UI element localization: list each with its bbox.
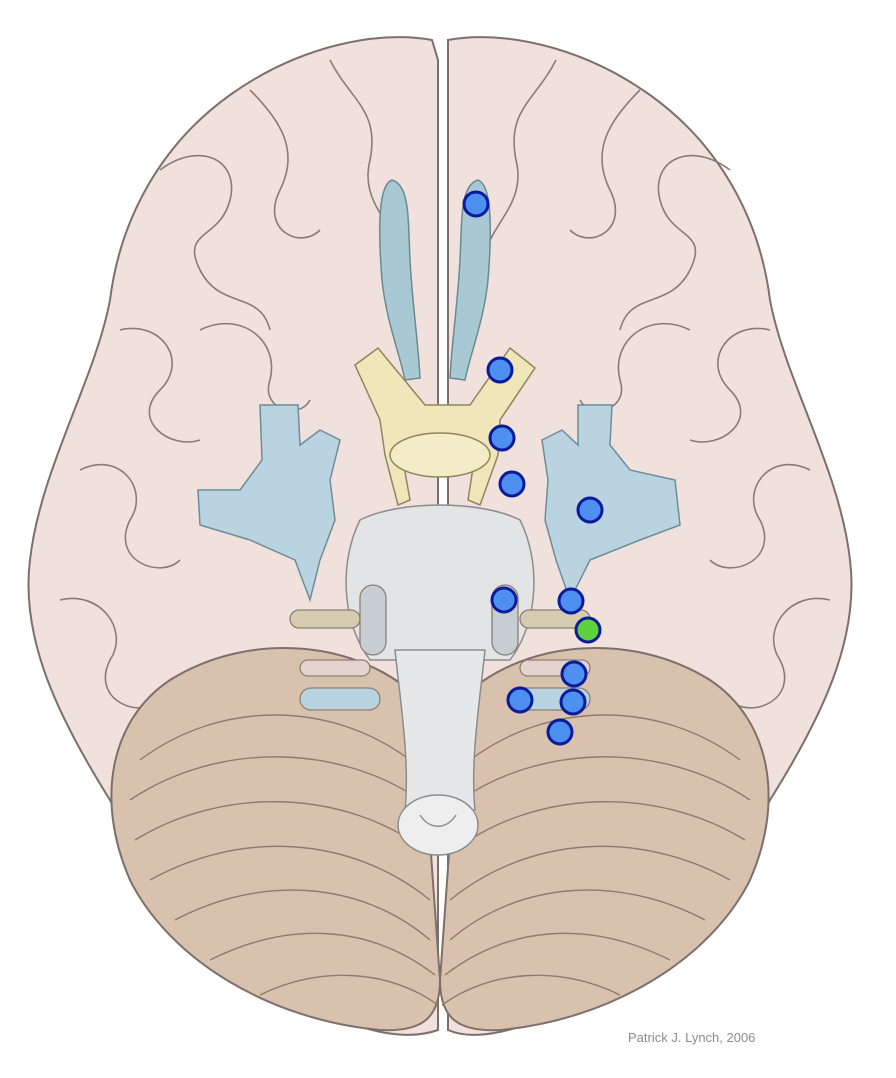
- marker-8-hotspot[interactable]: [574, 616, 602, 644]
- marker-1-hotspot[interactable]: [462, 190, 490, 218]
- marker-5-hotspot[interactable]: [576, 496, 604, 524]
- spinal-cord-section: [397, 794, 479, 856]
- marker-layer: [462, 190, 604, 746]
- left-cerebellar-hemisphere: [110, 647, 442, 1032]
- cerebellum: [110, 647, 770, 1032]
- marker-9-hotspot[interactable]: [560, 660, 588, 688]
- left-temporal-vessel: [197, 404, 341, 603]
- marker-11-hotspot[interactable]: [559, 688, 587, 716]
- pons: [345, 504, 535, 661]
- right-olfactory-tract: [449, 179, 492, 381]
- optic-chiasm: [354, 346, 537, 507]
- cerebellar-folia: [129, 714, 751, 1006]
- marker-7-hotspot[interactable]: [557, 587, 585, 615]
- credit-text: Patrick J. Lynch, 2006: [628, 1030, 755, 1045]
- marker-4-hotspot[interactable]: [498, 470, 526, 498]
- medulla: [394, 649, 486, 811]
- marker-3-hotspot[interactable]: [488, 424, 516, 452]
- right-temporal-vessel: [541, 404, 681, 602]
- marker-12-hotspot[interactable]: [546, 718, 574, 746]
- marker-2-hotspot[interactable]: [486, 356, 514, 384]
- right-cerebellar-hemisphere: [438, 647, 770, 1032]
- marker-6-hotspot[interactable]: [490, 586, 518, 614]
- marker-10-hotspot[interactable]: [506, 686, 534, 714]
- temporal-vessels: [197, 404, 681, 603]
